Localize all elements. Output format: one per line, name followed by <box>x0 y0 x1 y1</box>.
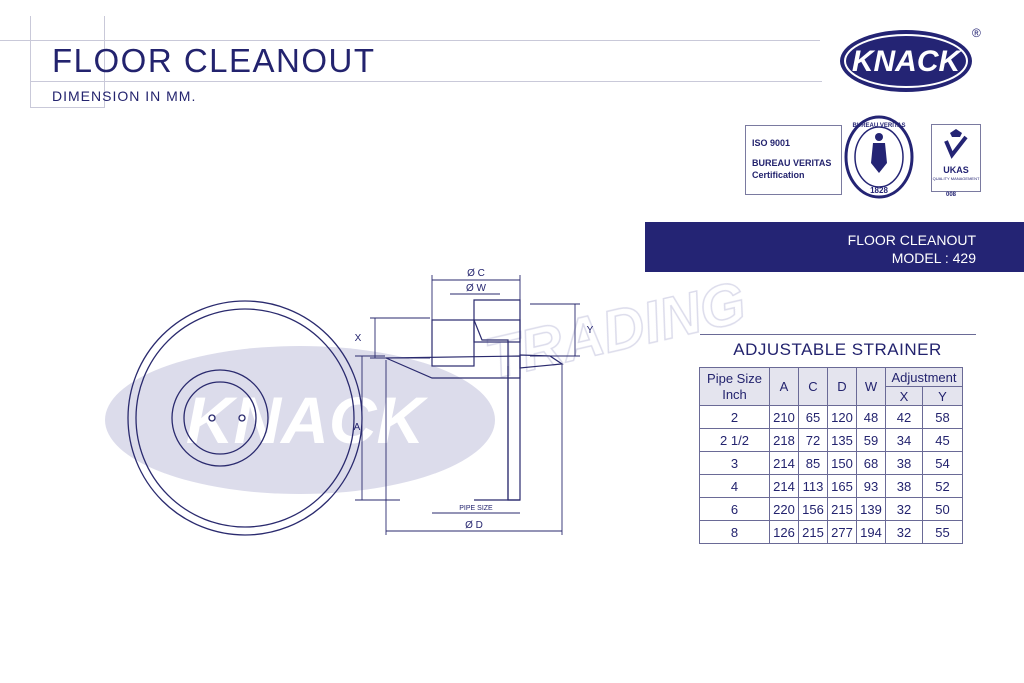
cell-y: 45 <box>922 428 963 452</box>
table-row: 3 214 85 150 68 38 54 <box>699 451 963 475</box>
header-d: D <box>827 367 857 406</box>
cell-w: 48 <box>856 405 886 429</box>
header-rule-lower <box>30 81 822 82</box>
cell-d: 165 <box>827 474 857 498</box>
cell-c: 215 <box>798 520 828 544</box>
ukas-label: UKAS <box>943 165 969 175</box>
cell-a: 210 <box>769 405 799 429</box>
ukas-sub: QUALITY MANAGEMENT <box>932 176 980 181</box>
cell-x: 32 <box>885 520 923 544</box>
cell-c: 72 <box>798 428 828 452</box>
cell-y: 50 <box>922 497 963 521</box>
header-vertical-rule <box>104 16 105 108</box>
page-title: FLOOR CLEANOUT <box>52 42 376 79</box>
cell-size: 2 <box>699 405 770 429</box>
cell-size: 4 <box>699 474 770 498</box>
header-pipe-size: Pipe Size Inch <box>699 367 770 406</box>
cell-a: 126 <box>769 520 799 544</box>
cell-d: 135 <box>827 428 857 452</box>
cell-w: 59 <box>856 428 886 452</box>
cell-c: 85 <box>798 451 828 475</box>
model-band-model: MODEL : 429 <box>891 250 976 266</box>
cell-w: 68 <box>856 451 886 475</box>
bureau-label: BUREAU VERITAS <box>752 158 832 168</box>
header-w: W <box>856 367 886 406</box>
cell-x: 38 <box>885 451 923 475</box>
watermark-logo: KNACK <box>186 383 429 457</box>
cell-y: 58 <box>922 405 963 429</box>
header-a: A <box>769 367 799 406</box>
header-c: C <box>798 367 828 406</box>
cell-size: 3 <box>699 451 770 475</box>
cell-y: 55 <box>922 520 963 544</box>
header-adjustment: Adjustment <box>885 367 963 387</box>
ukas-code: 008 <box>946 192 957 198</box>
model-band-product: FLOOR CLEANOUT <box>847 232 976 248</box>
header-y: Y <box>922 386 963 406</box>
iso-label: ISO 9001 <box>752 138 791 148</box>
cell-a: 214 <box>769 474 799 498</box>
cell-a: 218 <box>769 428 799 452</box>
page-subtitle: DIMENSION IN MM. <box>52 88 197 104</box>
label-pipe-size: PIPE SIZE <box>459 505 493 512</box>
cell-x: 38 <box>885 474 923 498</box>
cell-d: 215 <box>827 497 857 521</box>
cell-d: 120 <box>827 405 857 429</box>
label-d: Ø D <box>465 520 483 531</box>
cell-c: 113 <box>798 474 828 498</box>
table-row: 6 220 156 215 139 32 50 <box>699 497 963 521</box>
cell-y: 54 <box>922 451 963 475</box>
cell-d: 150 <box>827 451 857 475</box>
table-header-row: Pipe Size Inch A C D W Adjustment <box>699 367 963 406</box>
table-row: 2 210 65 120 48 42 58 <box>699 405 963 429</box>
dimension-table: Pipe Size Inch A C D W Adjustment X Y 2 … <box>699 367 963 544</box>
ukas-badge: UKAS QUALITY MANAGEMENT <box>931 124 981 192</box>
table-subheader-row: X Y <box>700 386 963 406</box>
cell-size: 8 <box>699 520 770 544</box>
table-row: 4 214 113 165 93 38 52 <box>699 474 963 498</box>
seal-year: 1828 <box>870 186 888 195</box>
certification-box: ISO 9001 BUREAU VERITAS Certification <box>745 125 842 195</box>
technical-drawing: KNACK TRADING <box>100 260 780 560</box>
watermark: KNACK TRADING <box>105 269 752 494</box>
table-row: 8 126 215 277 194 32 55 <box>699 520 963 544</box>
plan-view <box>127 300 363 536</box>
table-title: ADJUSTABLE STRAINER <box>733 340 942 359</box>
label-w: Ø W <box>466 283 487 294</box>
header-pipe-size-label: Pipe Size <box>707 370 762 386</box>
cell-x: 32 <box>885 497 923 521</box>
cell-w: 93 <box>856 474 886 498</box>
cell-a: 220 <box>769 497 799 521</box>
label-x: X <box>355 333 362 344</box>
cell-c: 156 <box>798 497 828 521</box>
cell-size: 6 <box>699 497 770 521</box>
cell-size: 2 1/2 <box>699 428 770 452</box>
certification-label: Certification <box>752 170 805 180</box>
cell-x: 42 <box>885 405 923 429</box>
header-inch-label: Inch <box>722 386 747 402</box>
header-box-left <box>30 16 31 108</box>
header-rule <box>0 40 820 41</box>
seal-text: BUREAU VERITAS <box>853 123 906 129</box>
cell-a: 214 <box>769 451 799 475</box>
label-a: A <box>354 422 361 433</box>
table-row: 2 1/2 218 72 135 59 34 45 <box>699 428 963 452</box>
model-band: FLOOR CLEANOUT MODEL : 429 <box>645 222 1024 272</box>
knack-logo-text: KNACK <box>852 45 963 78</box>
cell-w: 139 <box>856 497 886 521</box>
header-x: X <box>885 386 923 406</box>
header-box-bottom <box>30 107 105 108</box>
bureau-veritas-seal: 1828 BUREAU VERITAS <box>843 115 915 199</box>
cell-y: 52 <box>922 474 963 498</box>
cell-d: 277 <box>827 520 857 544</box>
cell-c: 65 <box>798 405 828 429</box>
table-title-rule <box>700 334 976 335</box>
label-y: Y <box>587 325 594 336</box>
cell-x: 34 <box>885 428 923 452</box>
dimension-lines <box>355 275 580 535</box>
cell-w: 194 <box>856 520 886 544</box>
registered-mark: ® <box>972 26 981 40</box>
label-c: Ø C <box>467 268 485 279</box>
knack-logo: KNACK <box>838 28 978 94</box>
